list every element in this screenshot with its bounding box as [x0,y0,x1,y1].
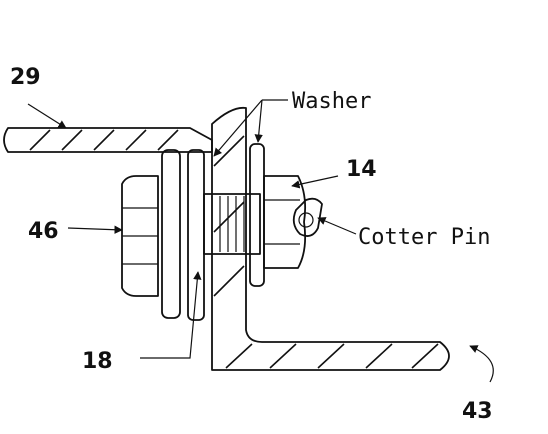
label-18: 18 [82,349,113,374]
bolt-shank [203,193,261,255]
washer-left [161,149,181,319]
bolt-head-46 [121,175,159,297]
label-cotter-pin: Cotter Pin [358,225,490,250]
label-14: 14 [346,157,377,182]
castle-nut-14 [263,175,307,269]
washer-right [249,143,265,287]
label-washer: Washer [292,89,371,114]
cotter-pin [292,197,323,237]
label-29: 29 [10,65,41,90]
label-43: 43 [462,399,493,424]
plate-29 [3,127,213,153]
bracket-43 [211,106,450,371]
leader-lines [27,99,494,383]
label-46: 46 [28,219,59,244]
